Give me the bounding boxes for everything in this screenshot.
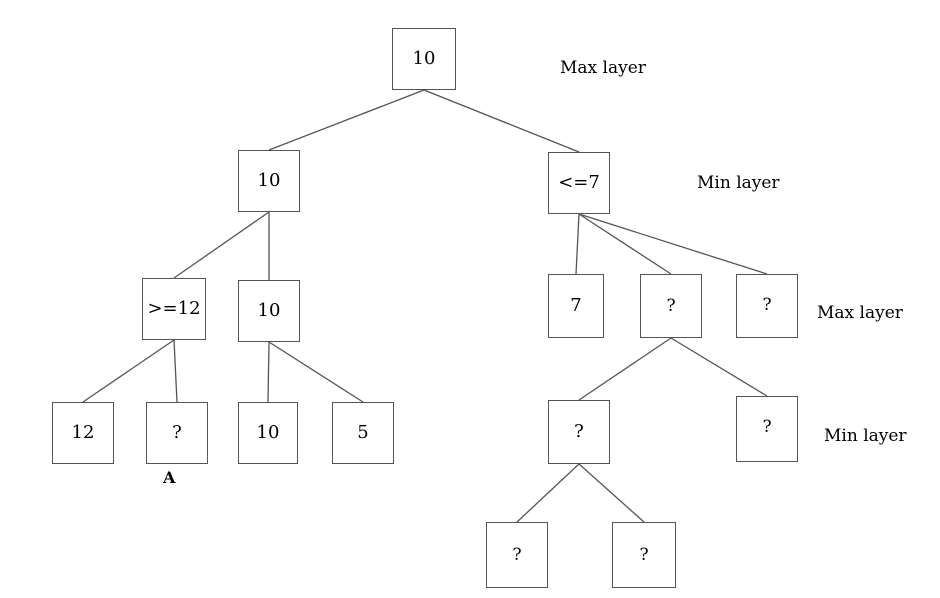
edge-lr-lrr [268,341,364,403]
leaf-rml-right: ? [612,522,676,588]
layer-label-min-2: Min layer [824,426,907,446]
leaf-5: 5 [332,402,394,464]
leaf-10: 10 [238,402,298,464]
node-left-left-max: >=12 [142,278,206,340]
node-left-min: 10 [238,150,300,212]
layer-label-max-2: Max layer [817,303,903,323]
edge-rm-rml [578,337,672,401]
node-right-min: <=7 [548,152,610,214]
edge-ll-llr [173,339,178,403]
leaf-a-unknown: ? [146,402,208,464]
edge-r-rr [578,213,768,275]
node-marker-a: A [163,468,176,487]
layer-label-max-1: Max layer [560,58,646,78]
node-root: 10 [392,28,456,90]
edge-rml-rmlr [578,463,645,523]
node-right-mid-max: ? [640,274,702,338]
edge-root-left [268,89,425,151]
layer-label-min-1: Min layer [697,173,780,193]
node-left-right-max: 10 [238,280,300,342]
edge-ll-lll [82,339,175,403]
edge-r-rm [578,213,672,275]
leaf-rml-left: ? [486,522,548,588]
edge-rm-rmr [670,337,768,397]
edge-r-rl [575,213,580,275]
edge-lr-lrl [267,341,270,403]
edge-l-ll [173,211,270,279]
node-rm-right-min: ? [736,396,798,462]
node-rm-left-min: ? [548,400,610,464]
edge-root-right [423,89,580,153]
node-right-left-max: 7 [548,274,604,338]
leaf-12: 12 [52,402,114,464]
edge-rml-rmll [516,463,580,523]
node-right-right-max: ? [736,274,798,338]
